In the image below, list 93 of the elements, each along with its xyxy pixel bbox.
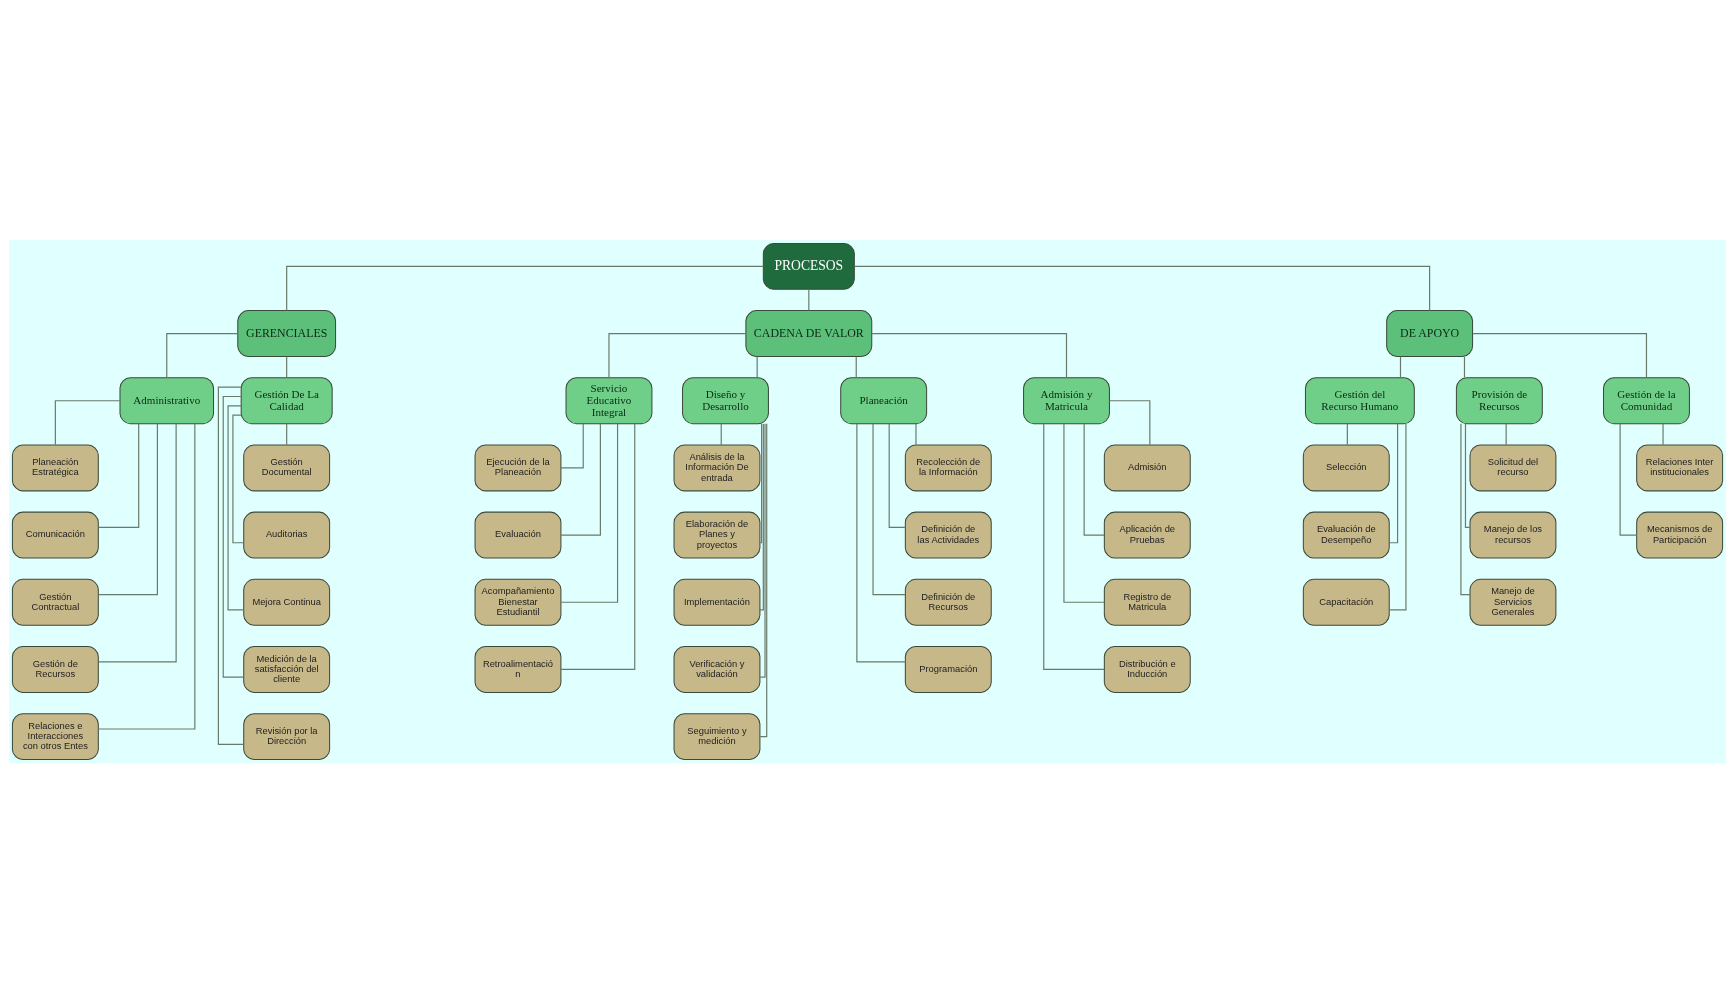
node-box: Admisión — [1103, 444, 1191, 492]
node-box: Definición de Recursos — [904, 578, 992, 626]
node-box: Retroalimentación — [474, 646, 562, 693]
node-box: Gestión Contractual — [11, 578, 99, 626]
node-box: Auditorias — [243, 511, 331, 559]
node-box: Evaluación de Desempeño — [1302, 511, 1390, 559]
connector — [720, 423, 722, 446]
node-box: Admisión y Matricula — [1023, 377, 1110, 425]
connector — [759, 423, 768, 738]
node-box: Manejo de Servicios Generales — [1469, 578, 1557, 626]
connector — [1662, 423, 1664, 446]
connector — [1346, 423, 1348, 446]
connector — [1399, 356, 1402, 379]
node-box: DE APOYO — [1386, 310, 1474, 357]
node-box: Mecanismos de Participación — [1636, 511, 1724, 559]
node-box: Gestión del Recurso Humano — [1304, 377, 1415, 425]
connector — [1063, 423, 1105, 603]
node-box: Solicitud del recurso — [1469, 444, 1557, 492]
connector — [286, 265, 764, 311]
connector — [98, 423, 177, 663]
node-box: Elaboración de Planes y proyectos — [673, 511, 761, 559]
connector — [286, 423, 288, 446]
connector — [1043, 423, 1105, 671]
node-box: Gestión Documental — [243, 444, 331, 492]
connector — [853, 265, 1431, 311]
node-box: Gestión De La Calidad — [240, 377, 333, 425]
node-box: Mejora Continua — [243, 578, 331, 626]
connector — [1619, 423, 1638, 536]
node-box: Planeación — [840, 377, 928, 425]
connector — [232, 414, 245, 544]
connector — [608, 332, 747, 379]
node-box: Gestión de Recursos — [11, 646, 99, 693]
connector — [54, 400, 121, 446]
connector — [856, 423, 906, 663]
connector — [560, 423, 619, 603]
node-box: Diseño y Desarrollo — [682, 377, 769, 425]
node-box: Seguimiento y medición — [673, 713, 761, 761]
node-box: Recolección de la Información — [904, 444, 992, 492]
connector — [1464, 423, 1471, 529]
node-box: Servicio Educativo Integral — [565, 377, 653, 425]
connector — [97, 423, 196, 730]
connector — [759, 423, 766, 678]
connector — [871, 332, 1068, 379]
connector — [1472, 332, 1648, 379]
node-box: Medición de la satisfacción del cliente — [243, 646, 331, 693]
node-box: Registro de Matricula — [1103, 578, 1191, 626]
node-box: Definición de las Actividades — [904, 511, 992, 559]
node-box: Provisión de Recursos — [1455, 377, 1543, 425]
node-box: Planeación Estratégica — [11, 444, 99, 492]
node-box: PROCESOS — [762, 242, 855, 290]
node-box: Análisis de la Información De entrada — [673, 444, 761, 492]
node-box: Selección — [1302, 444, 1390, 492]
node-box: Capacitación — [1302, 578, 1390, 626]
connector — [222, 395, 245, 678]
connector — [756, 356, 758, 379]
connector — [872, 423, 906, 596]
connector — [166, 332, 239, 379]
node-box: GERENCIALES — [237, 310, 337, 357]
connector — [808, 288, 810, 311]
node-box: Relaciones e Interacciones con otros Entes — [11, 713, 99, 761]
connector — [915, 423, 917, 446]
node-box: Ejecución de la Planeación — [474, 444, 562, 492]
node-box: Implementación — [673, 578, 761, 626]
connector — [217, 386, 244, 745]
node-box: Verificación y validación — [673, 646, 761, 693]
connector — [1463, 356, 1466, 379]
node-box: Administrativo — [119, 377, 215, 425]
connector — [286, 356, 288, 379]
node-box: Distribución e Inducción — [1103, 646, 1191, 693]
node-box: Gestión de la Comunidad — [1603, 377, 1690, 425]
connector — [1505, 423, 1507, 446]
connector — [888, 423, 906, 529]
node-box: Evaluación — [474, 511, 562, 559]
node-box: Relaciones Inter institucionales — [1636, 444, 1724, 492]
connector — [855, 356, 857, 379]
node-box: Manejo de los recursos — [1469, 511, 1557, 559]
node-box: Revisión por la Dirección — [243, 713, 331, 761]
connector — [1109, 400, 1151, 446]
connector — [97, 423, 158, 596]
node-box: Comunicación — [11, 511, 99, 559]
connector — [1388, 423, 1407, 611]
connector — [1388, 423, 1399, 544]
connector — [560, 423, 601, 536]
node-box: Aplicación de Pruebas — [1103, 511, 1191, 559]
connector — [1460, 423, 1471, 596]
node-box: Acompañamiento Bienestar Estudiantil — [474, 578, 562, 626]
connector — [227, 405, 245, 611]
node-box: CADENA DE VALOR — [745, 310, 873, 357]
connector — [560, 423, 636, 671]
connector — [759, 423, 763, 544]
node-box: Programación — [904, 646, 992, 693]
connector — [97, 423, 140, 529]
connector — [759, 423, 764, 611]
